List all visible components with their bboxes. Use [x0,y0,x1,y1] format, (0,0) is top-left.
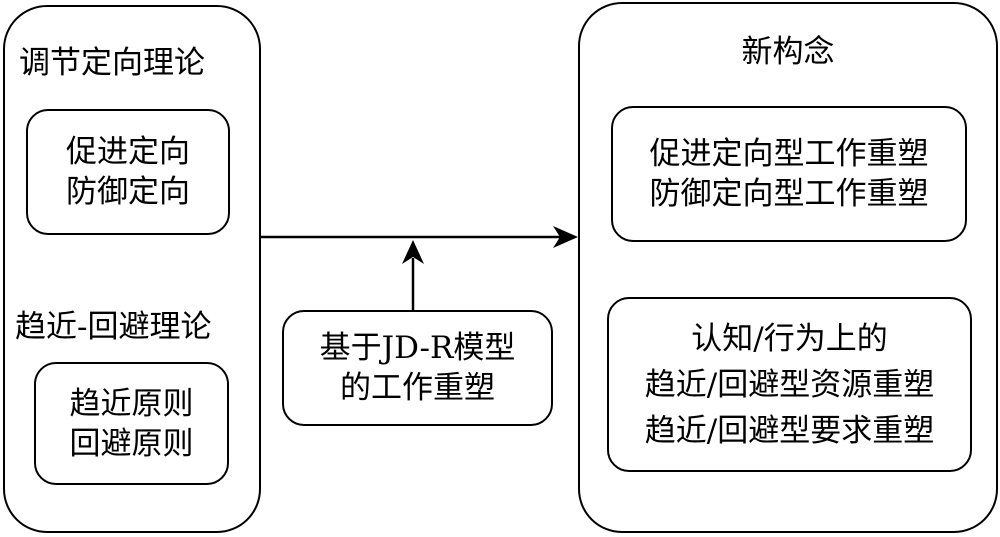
jdr-line-2: 的工作重塑 [340,370,495,406]
jdr-job-crafting-box: 基于JD-R模型 的工作重塑 [282,310,553,426]
avoidance-principle-label: 回避原则 [69,425,194,462]
promotion-crafting-label: 促进定向型工作重塑 [649,136,929,172]
promotion-focus-label: 促进定向 [66,134,190,170]
moderator-arrowhead-icon [402,240,424,264]
approach-principle-label: 趋近原则 [69,385,194,422]
demand-crafting-label: 趋近/回避型要求重塑 [644,412,935,449]
jdr-line-1: 基于JD-R模型 [319,330,516,366]
approach-avoidance-box: 趋近原则 回避原则 [34,362,229,485]
new-construct-panel: 新构念 促进定向型工作重塑 防御定向型工作重塑 认知/行为上的 趋近/回避型资源… [578,2,998,533]
resource-crafting-label: 趋近/回避型资源重塑 [644,366,935,403]
regulatory-focus-theory-title: 调节定向理论 [19,45,205,81]
regulatory-focus-box: 促进定向 防御定向 [26,109,230,235]
prevention-focus-label: 防御定向 [66,174,190,210]
main-arrowhead-icon [553,226,578,248]
approach-avoidance-crafting-box: 认知/行为上的 趋近/回避型资源重塑 趋近/回避型要求重塑 [607,297,972,472]
left-theory-panel: 调节定向理论 促进定向 防御定向 趋近-回避理论 趋近原则 回避原则 [3,5,261,533]
new-construct-title: 新构念 [741,34,835,70]
prevention-crafting-label: 防御定向型工作重塑 [649,176,929,212]
focus-crafting-box: 促进定向型工作重塑 防御定向型工作重塑 [611,106,967,242]
approach-avoidance-theory-title: 趋近-回避理论 [15,309,212,345]
cognitive-behavioral-label: 认知/行为上的 [691,320,888,357]
